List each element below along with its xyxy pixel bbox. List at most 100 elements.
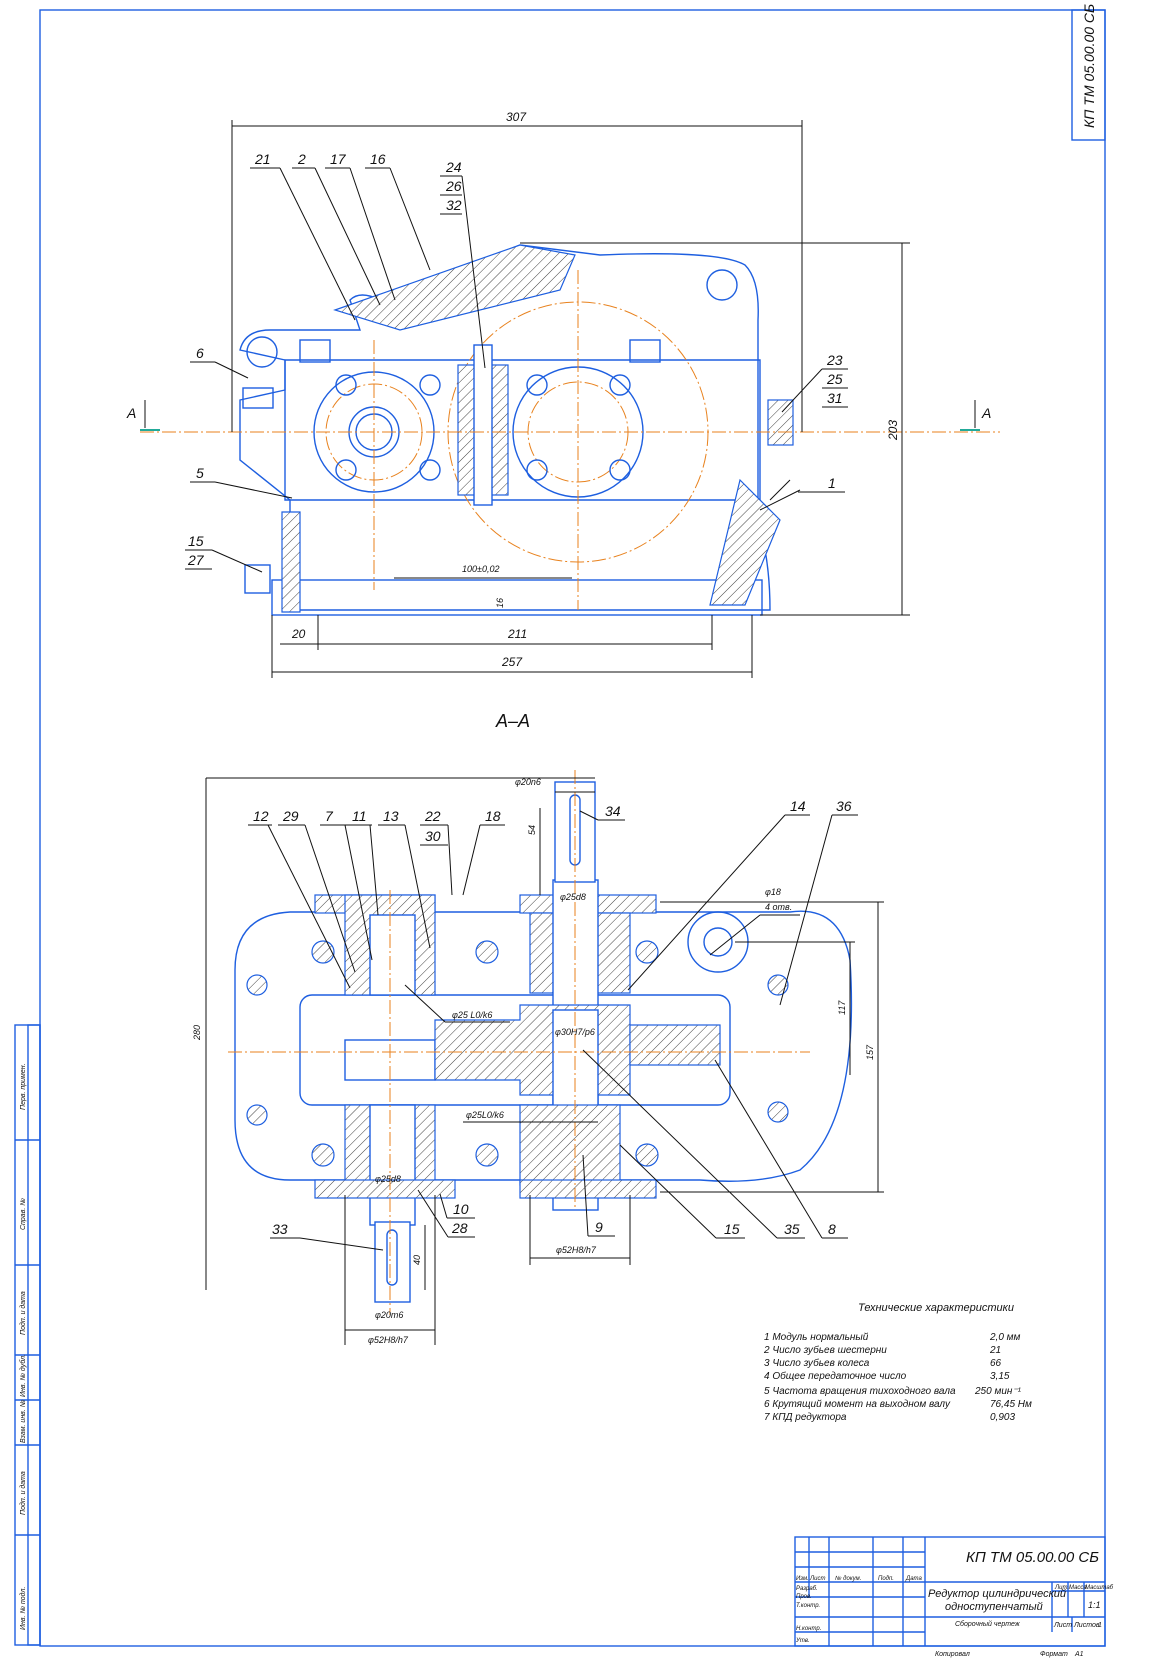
specs-title: Технические характеристики bbox=[858, 1302, 1014, 1314]
balloon: 11 bbox=[352, 808, 367, 824]
balloon: 22 bbox=[424, 808, 441, 824]
title-name-2: одноступенчатый bbox=[945, 1601, 1043, 1613]
side-label: Инв. № подл. bbox=[19, 1587, 27, 1630]
dim-16: 16 bbox=[495, 598, 505, 608]
front-dimensions: 307 203 100±0,02 16 20 211 257 bbox=[231, 110, 910, 678]
dim-housing-fit-2: φ52H8/h7 bbox=[556, 1245, 597, 1255]
dim-117: 117 bbox=[837, 1000, 847, 1015]
balloon: 15 bbox=[188, 533, 204, 549]
sheets-label: Листов bbox=[1073, 1622, 1100, 1629]
side-label: Справ. № bbox=[20, 1198, 27, 1230]
technical-specs: Технические характеристики 1 Модуль норм… bbox=[763, 1302, 1032, 1423]
balloon: 17 bbox=[330, 151, 347, 167]
stamp-box: КП ТМ 05.00.00 СБ bbox=[1071, 4, 1106, 141]
side-label: Перв. примен. bbox=[20, 1063, 27, 1110]
balloon: 14 bbox=[790, 798, 806, 814]
spec-label: 3 Число зубьев колеса bbox=[764, 1357, 870, 1369]
balloon: 28 bbox=[451, 1220, 468, 1236]
role-cell: Утв. bbox=[795, 1638, 810, 1644]
side-label: Взам. инв. № bbox=[20, 1399, 27, 1443]
balloon: 32 bbox=[446, 197, 462, 213]
dim-bearing-fit-1: φ25 L0/k6 bbox=[452, 1010, 492, 1020]
dim-seal-bottom: φ25d8 bbox=[375, 1174, 401, 1184]
balloon: 26 bbox=[445, 178, 462, 194]
dim-shaft-in: φ20m6 bbox=[375, 1310, 403, 1320]
dim-shaft-out: φ20n6 bbox=[515, 777, 541, 787]
bolt-holes bbox=[246, 940, 789, 1167]
front-balloons: 21 2 17 16 24 26 32 6 5 15 27 23 25 31 1 bbox=[185, 151, 848, 573]
balloon: 27 bbox=[187, 552, 205, 568]
section-dimensions: φ20n6 54 φ25d8 φ18 4 отв. 117 157 280 φ2… bbox=[192, 777, 884, 1345]
balloon: 34 bbox=[605, 803, 621, 819]
balloon: 23 bbox=[826, 352, 843, 368]
spec-label: 1 Модуль нормальный bbox=[764, 1332, 869, 1343]
dim-257: 257 bbox=[501, 655, 523, 669]
balloon: 30 bbox=[425, 828, 441, 844]
dim-seal-top: φ25d8 bbox=[560, 892, 586, 902]
balloon: 12 bbox=[253, 808, 269, 824]
balloon: 24 bbox=[445, 159, 462, 175]
balloon: 9 bbox=[595, 1219, 603, 1235]
balloon: 6 bbox=[196, 345, 204, 361]
title-name-1: Редуктор цилиндрический bbox=[928, 1588, 1066, 1600]
balloon: 25 bbox=[826, 371, 843, 387]
spec-value: 21 bbox=[989, 1345, 1001, 1356]
stamp-code: КП ТМ 05.00.00 СБ bbox=[1081, 4, 1097, 128]
dim-307: 307 bbox=[506, 110, 527, 124]
mass-label: Масса bbox=[1069, 1585, 1087, 1591]
header-cell: Дата bbox=[905, 1576, 922, 1582]
front-view bbox=[140, 244, 1000, 616]
doc-type: Сборочный чертеж bbox=[955, 1620, 1021, 1628]
dim-157: 157 bbox=[865, 1044, 875, 1060]
section-balloons: 12 29 7 11 13 22 30 18 14 36 34 33 28 10… bbox=[248, 798, 858, 1251]
side-strip: Перв. примен. Справ. № Подп. и дата Инв.… bbox=[14, 1024, 41, 1646]
role-cell: Н.контр. bbox=[796, 1626, 821, 1632]
balloon: 18 bbox=[485, 808, 501, 824]
spec-label: 4 Общее передаточное число bbox=[764, 1370, 907, 1382]
dim-center-distance: 100±0,02 bbox=[462, 564, 499, 574]
balloon: 33 bbox=[272, 1221, 288, 1237]
balloon: 13 bbox=[383, 808, 399, 824]
spec-label: 7 КПД редуктора bbox=[764, 1412, 847, 1423]
section-mark-right: А bbox=[960, 400, 991, 431]
svg-text:А: А bbox=[981, 405, 991, 421]
dim-20: 20 bbox=[291, 627, 306, 641]
header-cell: № докум. bbox=[835, 1575, 861, 1582]
sheets-count: 1 bbox=[1098, 1622, 1102, 1629]
scale-label: Масштаб bbox=[1085, 1585, 1114, 1591]
dim-280: 280 bbox=[192, 1025, 202, 1041]
balloon: 2 bbox=[297, 151, 306, 167]
drawing-frame bbox=[39, 9, 1106, 1647]
side-label: Подп. и дата bbox=[19, 1291, 27, 1335]
balloon: 8 bbox=[828, 1221, 836, 1237]
balloon: 36 bbox=[836, 798, 852, 814]
spec-label: 6 Крутящий момент на выходном валу bbox=[764, 1399, 951, 1410]
spec-value: 250 мин⁻¹ bbox=[974, 1386, 1022, 1397]
header-cell: Изм. bbox=[796, 1576, 809, 1582]
dim-bearing-fit-2: φ25L0/k6 bbox=[466, 1110, 504, 1120]
spec-value: 66 bbox=[990, 1358, 1002, 1369]
side-label: Инв. № дубл. bbox=[19, 1354, 27, 1397]
balloon: 10 bbox=[453, 1201, 469, 1217]
section-view bbox=[228, 770, 853, 1315]
lit-label: Лит. bbox=[1054, 1585, 1069, 1591]
role-cell: Т.контр. bbox=[796, 1603, 820, 1609]
dim-54: 54 bbox=[527, 825, 537, 835]
balloon: 29 bbox=[282, 808, 299, 824]
balloon: 31 bbox=[827, 390, 843, 406]
svg-text:А: А bbox=[126, 405, 136, 421]
title-code: КП ТМ 05.00.00 СБ bbox=[966, 1549, 1099, 1566]
format-label: Формат bbox=[1040, 1651, 1068, 1658]
spec-label: 5 Частота вращения тихоходного вала bbox=[764, 1386, 956, 1397]
title-block: КП ТМ 05.00.00 СБ Редуктор цилиндрически… bbox=[794, 1536, 1114, 1658]
header-cell: Подп. bbox=[878, 1576, 894, 1582]
copied-label: Копировал bbox=[935, 1651, 970, 1658]
dim-40: 40 bbox=[412, 1255, 422, 1265]
spec-value: 0,903 bbox=[990, 1412, 1015, 1423]
side-label: Подп. и дата bbox=[19, 1471, 27, 1515]
balloon: 15 bbox=[724, 1221, 740, 1237]
dim-203: 203 bbox=[886, 420, 900, 441]
format-value: А1 bbox=[1074, 1651, 1084, 1658]
role-cell: Разраб. bbox=[796, 1586, 818, 1592]
spec-value: 76,45 Нм bbox=[990, 1399, 1032, 1410]
